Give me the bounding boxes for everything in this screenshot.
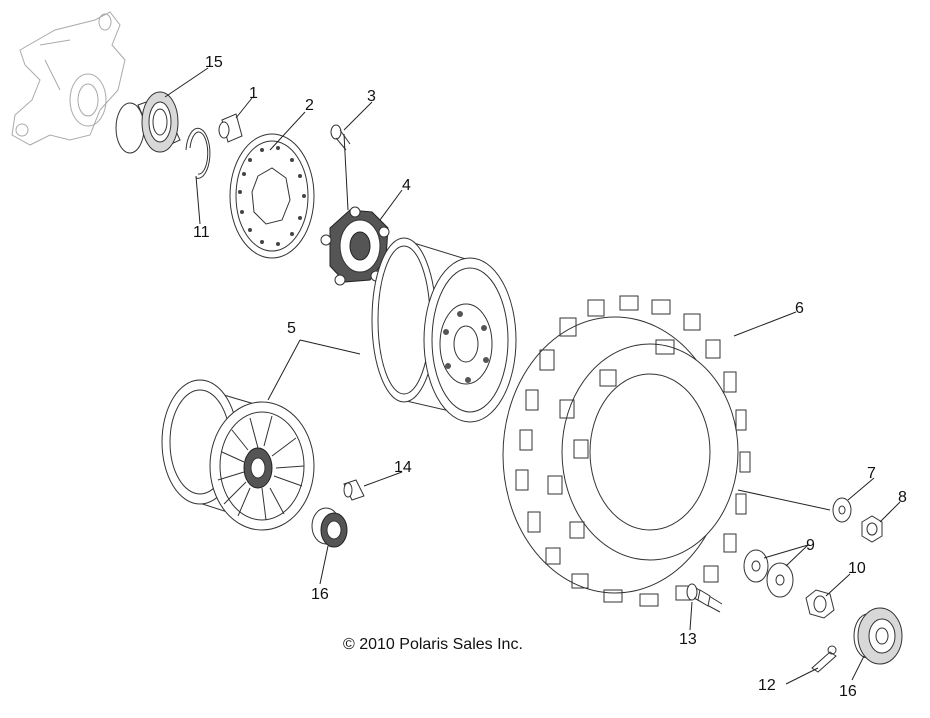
castle-nut-part (805, 589, 835, 619)
snap-ring-part (185, 127, 211, 179)
hub-cap-right-part (853, 607, 903, 665)
callout-16-left: 16 (311, 586, 329, 603)
hub-cap-left-part (311, 507, 348, 548)
callout-14: 14 (394, 459, 412, 476)
spacer-part (343, 479, 365, 501)
bolt-part (330, 124, 351, 151)
pin-part (218, 113, 243, 143)
axle-bolt-part (686, 583, 723, 613)
steering-knuckle (11, 11, 126, 146)
bearing-part (115, 91, 181, 154)
brake-disc-part (229, 133, 315, 259)
steel-wheel-part (371, 237, 517, 423)
tire-part (502, 295, 751, 607)
callout-15: 15 (205, 54, 223, 71)
nut-part (861, 515, 883, 543)
callout-16-right: 16 (839, 683, 857, 700)
callout-11: 11 (193, 224, 210, 241)
callout-10: 10 (848, 560, 866, 577)
callout-labels: 1 2 3 4 5 6 7 8 9 10 11 12 13 14 15 16 1… (193, 54, 907, 700)
hub-part (320, 206, 390, 286)
callout-7: 7 (867, 465, 876, 482)
callout-13: 13 (679, 631, 697, 648)
callout-1: 1 (249, 85, 258, 102)
callout-9: 9 (806, 537, 815, 554)
callout-3: 3 (367, 88, 376, 105)
callout-12: 12 (758, 677, 776, 694)
callout-4: 4 (402, 177, 411, 194)
callout-6: 6 (795, 300, 804, 317)
callout-2: 2 (305, 97, 314, 114)
washers-pair-part (743, 549, 794, 598)
copyright-text: © 2010 Polaris Sales Inc. (343, 636, 523, 653)
callout-8: 8 (898, 489, 907, 506)
cotter-pin-part (811, 645, 837, 673)
washer-part (832, 497, 852, 523)
leader-lines (164, 67, 901, 685)
alloy-wheel-part (161, 379, 315, 531)
callout-5: 5 (287, 320, 296, 337)
